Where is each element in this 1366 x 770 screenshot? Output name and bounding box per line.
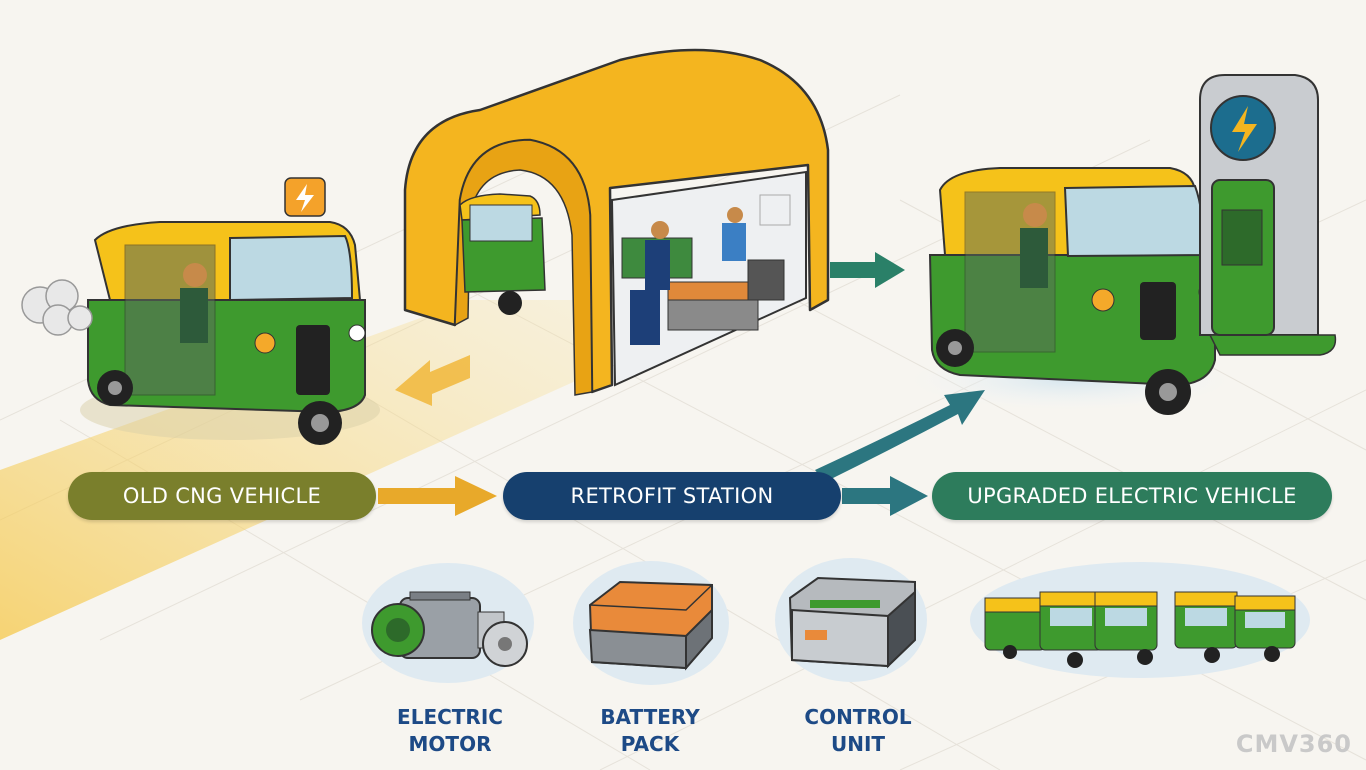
upgraded-electric-vehicle-label: UPGRADED ELECTRIC VEHICLE <box>932 472 1332 520</box>
electric-motor-icon <box>362 563 534 683</box>
upgraded-electric-rickshaw <box>910 168 1230 415</box>
caption-line: BATTERY <box>575 704 725 731</box>
old-cng-rickshaw <box>22 178 380 445</box>
exhaust-smoke-icon <box>22 280 92 335</box>
lightning-icon <box>285 178 325 216</box>
electric-motor-caption: ELECTRIC MOTOR <box>375 704 525 758</box>
old-to-retrofit-arrow <box>378 476 497 516</box>
station-to-upgrade-arrow <box>830 252 905 288</box>
watermark: CMV360 <box>1236 730 1352 758</box>
old-cng-vehicle-label: OLD CNG VEHICLE <box>68 472 376 520</box>
charging-station-icon <box>1200 75 1335 355</box>
caption-line: UNIT <box>783 731 933 758</box>
electric-rickshaw-fleet <box>970 562 1310 678</box>
caption-line: MOTOR <box>375 731 525 758</box>
battery-pack-icon <box>573 561 729 685</box>
caption-line: PACK <box>575 731 725 758</box>
control-unit-icon <box>775 558 927 682</box>
caption-line: CONTROL <box>783 704 933 731</box>
retrofit-station-label: RETROFIT STATION <box>503 472 841 520</box>
retrofit-to-upgraded-arrow <box>842 476 928 516</box>
battery-pack-caption: BATTERY PACK <box>575 704 725 758</box>
upgrade-curve-arrow <box>815 390 985 482</box>
caption-line: ELECTRIC <box>375 704 525 731</box>
control-unit-caption: CONTROL UNIT <box>783 704 933 758</box>
